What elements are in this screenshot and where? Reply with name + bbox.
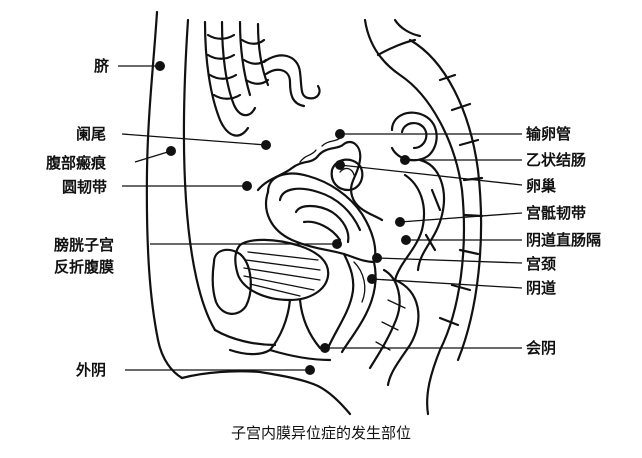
label-rectovaginal-septum: 阴道直肠隔 bbox=[526, 231, 601, 249]
diagram-caption: 子宫内膜异位症的发生部位 bbox=[231, 424, 411, 442]
label-abdominal-scar: 腹部瘢痕 bbox=[46, 154, 107, 172]
label-fallopian-tube: 输卵管 bbox=[526, 125, 571, 143]
label-cervix: 宫颈 bbox=[526, 255, 556, 273]
label-navel: 脐 bbox=[94, 57, 110, 75]
label-sigmoid-colon: 乙状结肠 bbox=[526, 151, 586, 169]
label-bladder-uterine-line1: 膀胱子宫 bbox=[54, 236, 114, 254]
label-uterosacral-ligament: 宫骶韧带 bbox=[526, 204, 586, 222]
label-ovary: 卵巢 bbox=[526, 177, 556, 195]
label-vulva: 外阴 bbox=[75, 361, 106, 379]
label-bladder-uterine-line2: 反折腹膜 bbox=[54, 258, 114, 276]
label-round-ligament: 圆韧带 bbox=[62, 178, 107, 196]
label-vagina: 阴道 bbox=[526, 279, 556, 297]
label-appendix: 阑尾 bbox=[76, 125, 106, 143]
leader-lines bbox=[118, 61, 523, 375]
anatomy-drawing bbox=[145, 10, 484, 416]
label-perineum: 会阴 bbox=[526, 339, 556, 357]
